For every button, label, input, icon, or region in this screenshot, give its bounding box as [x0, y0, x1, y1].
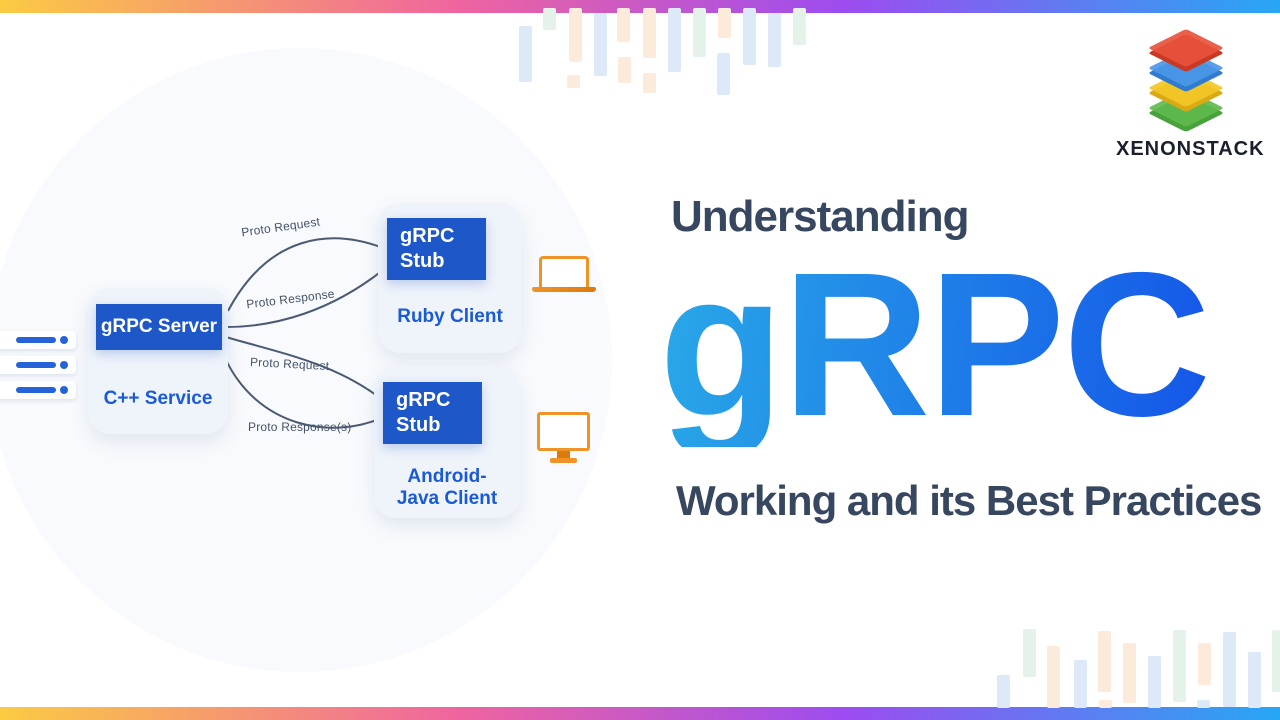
decorative-bar: [567, 75, 580, 88]
decorative-bar: [617, 8, 630, 42]
decorative-bar: [1123, 643, 1136, 703]
decorative-bar: [643, 8, 656, 58]
server-rack-row: [0, 356, 76, 374]
decorative-bar: [594, 13, 607, 76]
title-understanding: Understanding: [671, 192, 969, 241]
decorative-bar: [618, 57, 631, 83]
decorative-bar: [693, 8, 706, 57]
decorative-bar: [793, 8, 806, 45]
xenonstack-logo: XENONSTACK: [1116, 26, 1265, 161]
ruby-client-card: gRPC Stub Ruby Client: [378, 203, 522, 353]
decorative-bar: [743, 8, 756, 65]
server-caption: C++ Service: [103, 388, 213, 409]
decorative-bar: [1198, 643, 1211, 685]
grpc-stub-box-ruby: gRPC Stub: [387, 218, 486, 280]
xenonstack-layers-icon: [1147, 26, 1225, 133]
android-client-caption: Android-Java Client: [396, 466, 498, 510]
ruby-client-caption: Ruby Client: [397, 306, 503, 327]
server-rack-row: [0, 381, 76, 399]
decorative-bar: [1272, 630, 1280, 692]
top-gradient-bar: [0, 0, 1280, 13]
decorative-bar: [997, 675, 1010, 708]
android-java-client-card: gRPC Stub Android-Java Client: [374, 366, 520, 518]
decorative-bar: [1098, 631, 1111, 692]
grpc-stub-box-android: gRPC Stub: [383, 382, 482, 444]
title-grpc: gRPC: [659, 230, 1211, 459]
laptop-icon: [532, 256, 596, 292]
xenonstack-wordmark: XENONSTACK: [1116, 138, 1265, 160]
decorative-bar: [768, 13, 781, 67]
title-subtitle: Working and its Best Practices: [676, 477, 1262, 524]
decorative-bar: [717, 53, 730, 95]
decorative-bar: [519, 26, 532, 82]
decorative-bar: [1074, 660, 1087, 708]
decorative-bar: [1148, 656, 1161, 708]
server-card: gRPC Server C++ Service: [88, 288, 228, 434]
bottom-gradient-bar: [0, 707, 1280, 720]
proto-response-label-lower: Proto Response(s): [248, 420, 352, 434]
decorative-bar: [643, 73, 656, 93]
server-rack-row: [0, 331, 76, 349]
decorative-bar: [1248, 652, 1261, 708]
decorative-bar: [1023, 629, 1036, 677]
logo-layer-red: [1147, 26, 1225, 73]
monitor-icon: [537, 412, 590, 464]
decorative-bar: [569, 8, 582, 62]
decorative-bar: [1173, 630, 1186, 702]
grpc-server-box: gRPC Server: [96, 304, 222, 350]
decorative-bar: [668, 8, 681, 72]
decorative-bar: [1047, 646, 1060, 708]
decorative-bar: [1223, 632, 1236, 707]
